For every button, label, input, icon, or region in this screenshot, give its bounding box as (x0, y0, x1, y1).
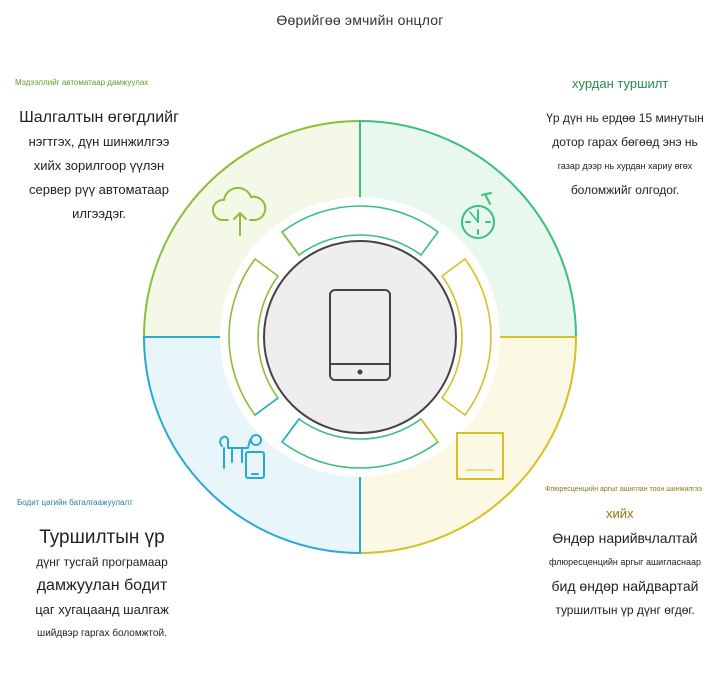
heading-fluorescence: Флюресценцийн аргыг ашиглан тоон шинжилг… (545, 486, 703, 493)
heading-fluorescence-line2: хийх (606, 506, 634, 521)
desc-line: боломжийг олгодог. (570, 183, 680, 197)
desc-line: Өндөр нарийвчлалтай (552, 530, 698, 546)
desc-line: илгээдэг. (72, 206, 126, 221)
center-circle (263, 240, 457, 434)
desc-line: Туршилтын үр (39, 527, 165, 548)
ring-segment-top (280, 205, 440, 257)
description-realtime: Туршилтын үр дүнг тусгай програмаар дамж… (14, 526, 190, 646)
ring-segment-left (228, 257, 280, 417)
heading-automatic-transfer: Мэдээллийг автоматаар дамжуулах (15, 78, 149, 87)
desc-line: дүнг тусгай програмаар (36, 555, 168, 569)
desc-line: газар дээр нь хурдан хариу өгөх (557, 161, 693, 171)
ring-segment-right (440, 257, 492, 417)
heading-fast-test: хурдан туршилт (572, 76, 669, 91)
description-automatic-transfer: Шалгалтын өгөгдлийг нэгтгэх, дүн шинжилг… (14, 106, 184, 226)
desc-line: дотор гарах бөгөөд энэ нь (552, 135, 698, 149)
desc-line: хийх зорилгоор үүлэн (33, 158, 165, 173)
desc-line: Үр дүн нь ердөө 15 минутын (546, 111, 704, 125)
smartphone-icon (329, 289, 391, 381)
desc-line: нэгтгэх, дүн шинжилгээ (28, 134, 170, 149)
desc-line: Шалгалтын өгөгдлийг (19, 109, 179, 126)
desc-line: туршилтын үр дүнг өгдөг. (555, 603, 695, 617)
stopwatch-icon (461, 192, 495, 239)
no-sign-icon (456, 432, 504, 480)
description-fast-test: Үр дүн нь ердөө 15 минутын дотор гарах б… (536, 106, 714, 202)
desc-line: бид өндөр найдвартай (551, 578, 699, 594)
cloud-upload-icon (212, 186, 267, 236)
desc-line: шийдвэр гаргах боломжтой. (37, 628, 167, 639)
desc-line: сервер рүү автоматаар (29, 182, 169, 197)
desc-line: флюресценцийн аргыг ашигласнаар (548, 557, 702, 567)
diagram-title: Өөрийгөө эмчийн онцлог (276, 12, 444, 28)
desc-line: дамжуулан бодит (36, 577, 168, 594)
description-fluorescence: Өндөр нарийвчлалтай флюресценцийн аргыг … (540, 526, 710, 622)
desc-line: цаг хугацаанд шалгаж (35, 602, 169, 617)
dog-phone-icon (219, 434, 265, 479)
heading-realtime: Бодит цагийн баталгаажуулалт (17, 498, 133, 507)
